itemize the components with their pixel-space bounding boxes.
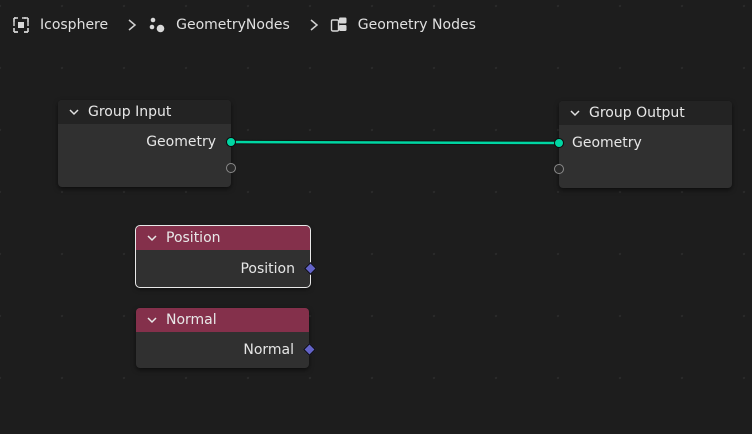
node-title: Group Output — [589, 105, 685, 121]
node-header[interactable]: Group Input — [58, 100, 231, 124]
geometry-link-core — [230, 140, 560, 145]
breadcrumb-label: GeometryNodes — [176, 17, 290, 33]
breadcrumb-item-node-tree[interactable]: Geometry Nodes — [330, 16, 476, 34]
chevron-down-icon[interactable] — [569, 107, 581, 119]
breadcrumb-label: Icosphere — [40, 17, 109, 33]
object-icon — [13, 17, 29, 33]
chevron-down-icon[interactable] — [146, 314, 158, 326]
output-row-normal: Normal — [136, 340, 309, 360]
chevron-right-icon — [128, 19, 137, 31]
geometry-output-socket[interactable] — [226, 137, 236, 147]
socket-label: Geometry — [146, 134, 216, 150]
node-title: Normal — [166, 312, 217, 328]
output-row-position: Position — [136, 259, 310, 279]
socket-label: Position — [240, 261, 295, 277]
chevron-down-icon[interactable] — [68, 106, 80, 118]
socket-label: Normal — [243, 342, 294, 358]
empty-output-socket[interactable] — [226, 163, 236, 173]
position-node[interactable]: Position Position — [135, 225, 317, 288]
breadcrumb: Icosphere GeometryNodes Geometry Nodes — [12, 12, 476, 38]
geometry-input-socket[interactable] — [554, 138, 564, 148]
breadcrumb-item-object[interactable]: Icosphere — [12, 16, 108, 34]
empty-input-socket[interactable] — [554, 164, 564, 174]
node-title: Position — [166, 230, 221, 246]
modifier-nodes-icon — [149, 17, 165, 33]
node-title: Group Input — [88, 104, 172, 120]
socket-label: Geometry — [572, 135, 642, 151]
group-input-node[interactable]: Group Input Geometry — [58, 100, 236, 187]
breadcrumb-item-modifier[interactable]: GeometryNodes — [148, 16, 290, 34]
normal-node[interactable]: Normal Normal — [136, 308, 316, 368]
node-header[interactable]: Normal — [136, 308, 309, 332]
group-output-node[interactable]: Group Output Geometry — [554, 101, 732, 188]
output-row-geometry: Geometry — [58, 132, 231, 152]
chevron-right-icon — [310, 19, 318, 31]
breadcrumb-label: Geometry Nodes — [357, 17, 476, 33]
node-tree-icon — [330, 17, 347, 32]
input-row-geometry: Geometry — [559, 133, 732, 153]
geometry-link[interactable] — [230, 139, 560, 146]
node-header[interactable]: Position — [136, 226, 310, 250]
node-header[interactable]: Group Output — [559, 101, 732, 125]
chevron-down-icon[interactable] — [146, 232, 158, 244]
